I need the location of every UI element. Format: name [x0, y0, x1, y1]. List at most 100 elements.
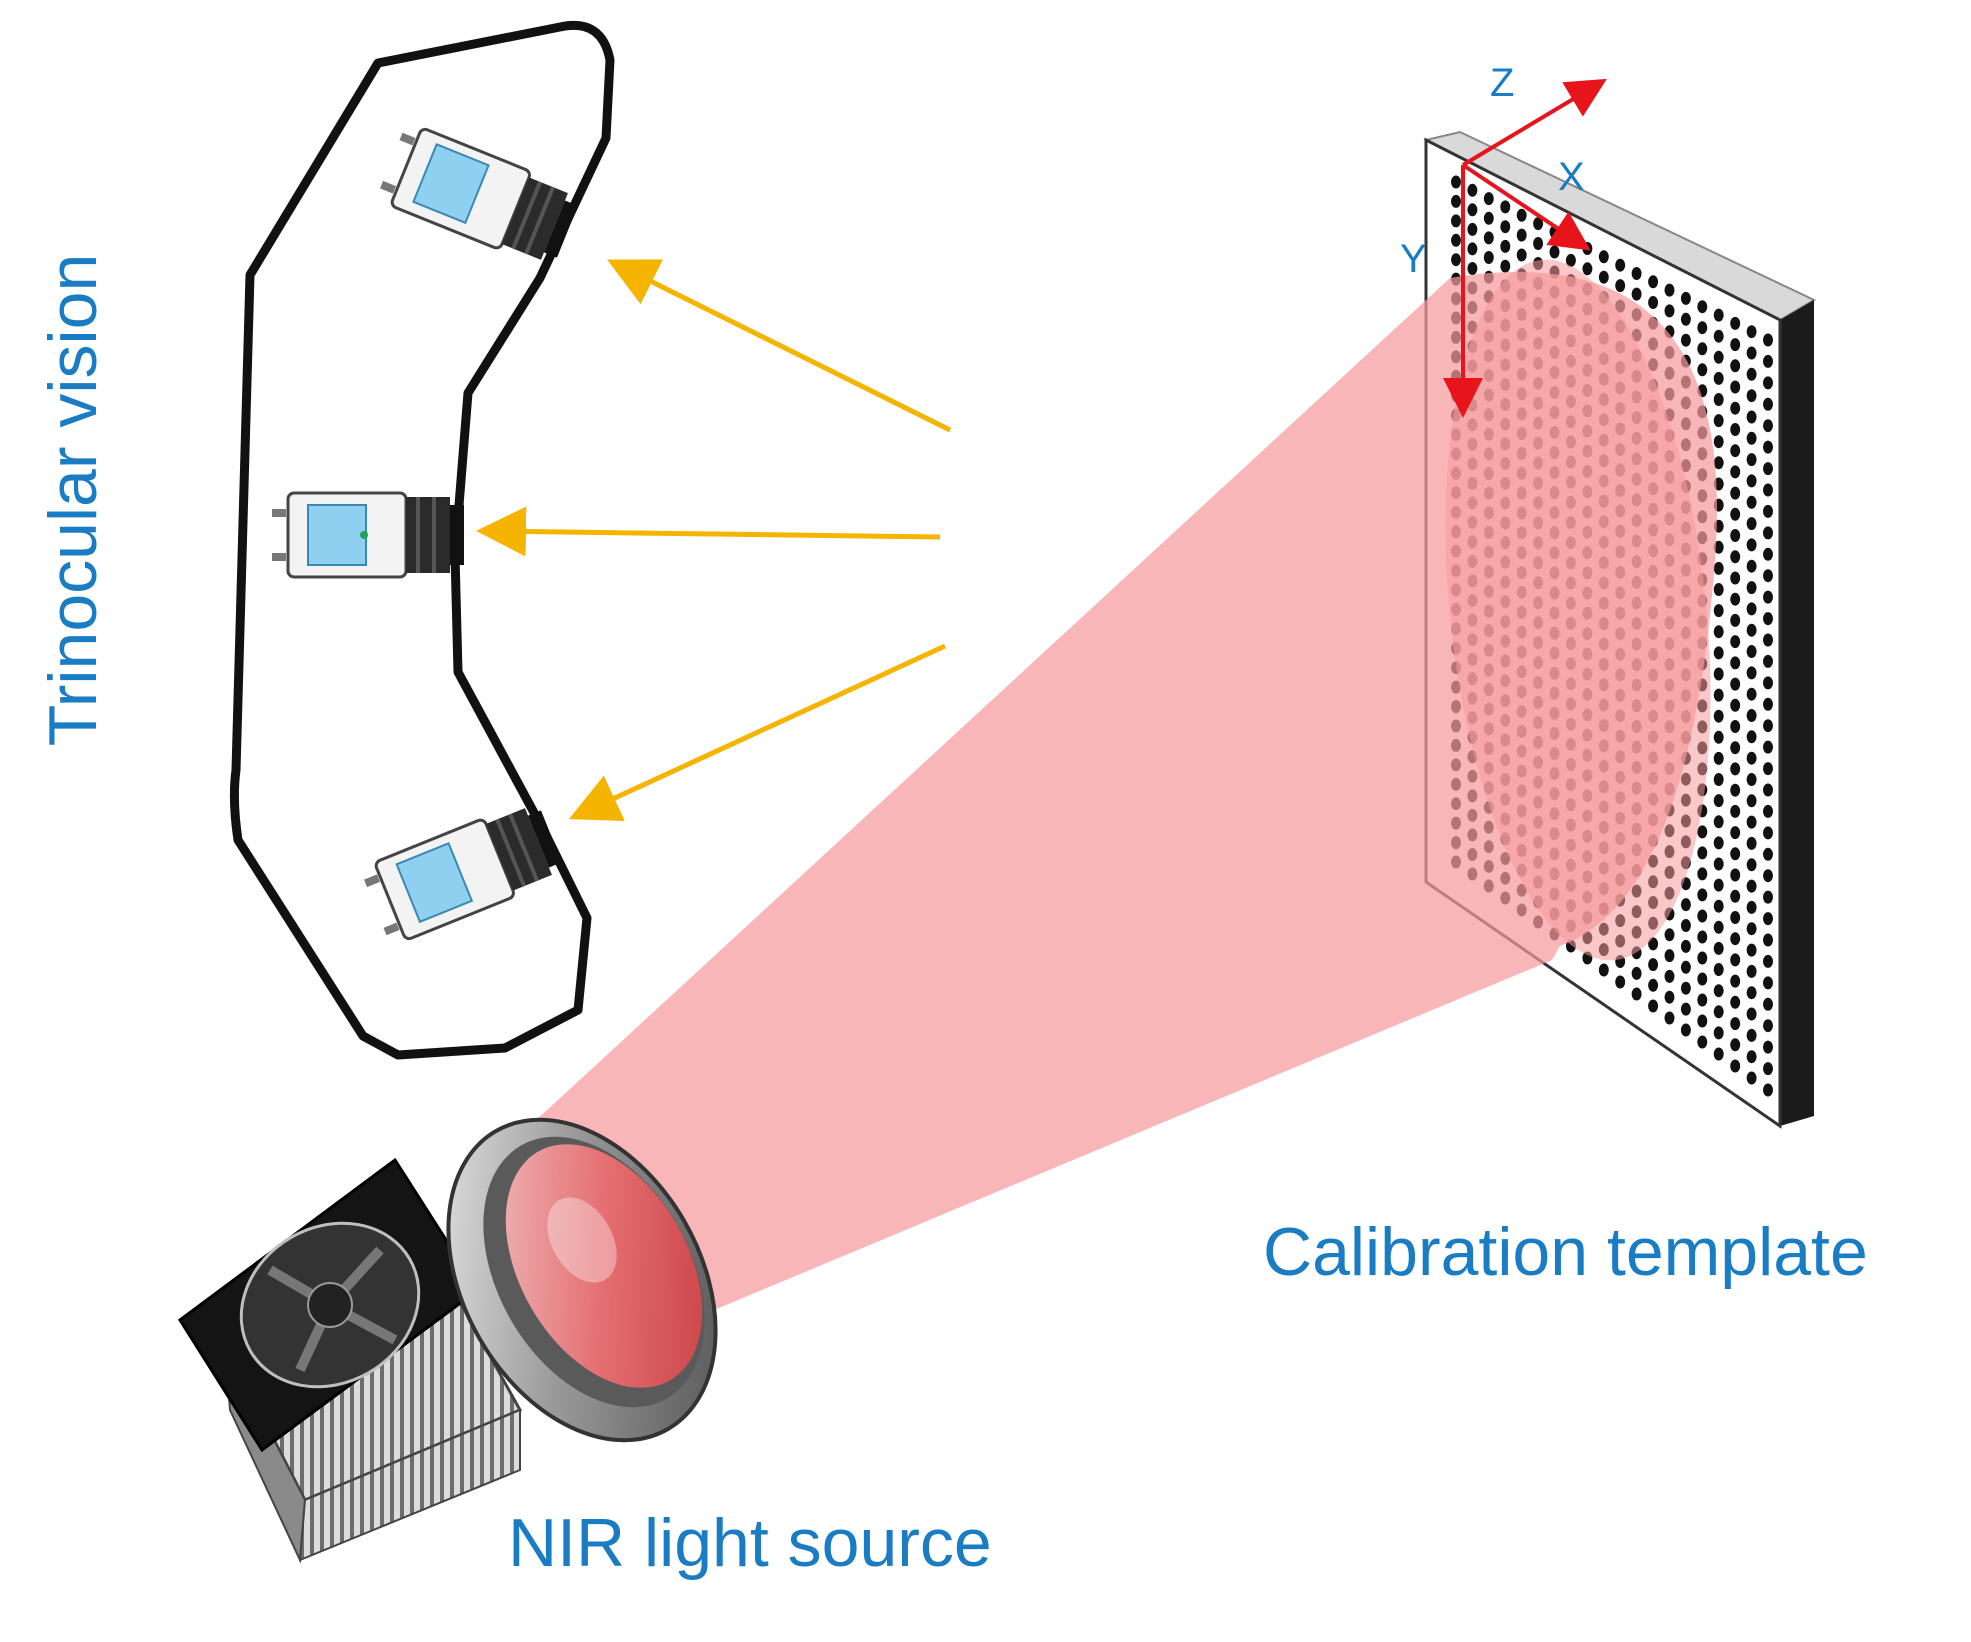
calibration-dot	[1680, 919, 1691, 932]
calibration-dot	[1615, 258, 1626, 272]
calibration-dot	[1680, 1002, 1691, 1016]
calibration-dot	[1713, 625, 1724, 639]
calibration-dot	[1713, 815, 1724, 829]
camera-bottom	[364, 808, 562, 941]
calibration-dot	[1763, 504, 1773, 518]
calibration-dot	[1533, 217, 1544, 231]
calibration-dot	[1713, 371, 1724, 385]
calibration-dot	[1697, 321, 1708, 335]
arrow-to-bottom-camera	[568, 643, 947, 821]
calibration-dot	[1451, 214, 1461, 228]
calibration-dot	[1713, 435, 1724, 449]
nir-lens	[505, 1144, 703, 1388]
calibration-dot	[1713, 730, 1724, 744]
calibration-dot	[1713, 329, 1724, 343]
calibration-dot	[1713, 414, 1724, 428]
calibration-dot	[1730, 1017, 1741, 1031]
calibration-dot	[1763, 419, 1773, 433]
calibration-dot	[1763, 719, 1773, 733]
calibration-dot	[1713, 751, 1724, 765]
calibration-dot	[1664, 969, 1675, 983]
calibration-dot	[1763, 976, 1773, 990]
camera-top	[380, 127, 578, 260]
calibration-dot	[1680, 939, 1691, 953]
arrow-to-top-camera	[607, 259, 952, 433]
calibration-dot	[1648, 958, 1659, 972]
calibration-dot	[1451, 233, 1461, 247]
calibration-dot	[1763, 526, 1773, 540]
y-axis-label: Y	[1400, 237, 1427, 281]
calibration-dot	[1746, 922, 1757, 936]
calibration-dot	[1516, 228, 1527, 242]
calibration-dot	[1713, 1026, 1724, 1040]
calibration-dot	[1763, 462, 1773, 476]
calibration-dot	[1680, 312, 1691, 326]
calibration-dot	[1713, 899, 1724, 913]
calibration-dot	[1763, 762, 1773, 776]
calibration-dot	[1713, 920, 1724, 934]
calibration-dot	[1516, 208, 1527, 222]
calibration-dot	[1582, 262, 1593, 276]
calibration-dot	[1763, 1062, 1773, 1076]
calibration-dot	[1730, 783, 1741, 797]
calibration-dot	[1763, 869, 1773, 883]
nir-lamp-icon	[177, 1117, 718, 1564]
calibration-dot	[1763, 633, 1773, 647]
calibration-dot	[1713, 836, 1724, 850]
calibration-dot	[1713, 583, 1724, 596]
x-axis-label: X	[1558, 155, 1585, 199]
calibration-dot	[1763, 1040, 1773, 1054]
calibration-dot	[1598, 270, 1609, 284]
calibration-dot	[1746, 858, 1757, 872]
calibration-dot	[1467, 242, 1478, 256]
calibration-dot	[1451, 194, 1461, 208]
calibration-dot	[1697, 972, 1708, 986]
calibration-dot	[1713, 773, 1724, 786]
calibration-dot	[1730, 995, 1741, 1009]
calibration-dot	[1697, 846, 1708, 860]
calibration-dot	[1746, 815, 1757, 829]
calibration-dot	[1746, 986, 1757, 1000]
calibration-dot	[1730, 847, 1741, 861]
calibration-dot	[1746, 325, 1757, 339]
calibration-dot	[1746, 1071, 1757, 1085]
calibration-dot	[1730, 677, 1741, 691]
calibration-dot	[1631, 287, 1642, 301]
calibration-dot	[1451, 253, 1461, 267]
calibration-dot	[1648, 978, 1659, 992]
calibration-dot	[1746, 773, 1757, 786]
calibration-dot	[1730, 720, 1741, 733]
calibration-dot	[1730, 1059, 1741, 1073]
calibration-dot	[1483, 192, 1494, 206]
calibration-dot	[1746, 389, 1757, 403]
calibration-dot	[1730, 762, 1741, 776]
calibration-dot	[1713, 667, 1724, 681]
calibration-dot	[1746, 602, 1757, 616]
calibration-dot	[1746, 410, 1757, 424]
calibration-dot	[1763, 826, 1773, 840]
calibration-dot	[1500, 239, 1511, 253]
calibration-dot	[1763, 590, 1773, 604]
calibration-dot	[1746, 431, 1757, 445]
arrow-to-middle-camera	[476, 506, 941, 557]
calibration-dot	[1713, 1005, 1724, 1019]
calibration-dot	[1763, 804, 1773, 818]
calibration-dot	[1763, 954, 1773, 968]
calibration-dot	[1763, 547, 1773, 561]
calibration-dot	[1664, 990, 1675, 1004]
calibration-dot	[1451, 175, 1461, 189]
image-capture-arrows	[476, 259, 952, 821]
calibration-dot	[1763, 847, 1773, 861]
calibration-dot	[1713, 540, 1724, 554]
calibration-dot	[1697, 888, 1708, 902]
calibration-dot	[1730, 423, 1741, 436]
calibration-dot	[1730, 571, 1741, 585]
calibration-dot	[1763, 783, 1773, 797]
calibration-dot	[1664, 304, 1675, 318]
calibration-dot	[1697, 342, 1708, 356]
calibration-dot	[1713, 984, 1724, 998]
calibration-dot	[1648, 999, 1659, 1013]
calibration-dot	[1763, 697, 1773, 711]
calibration-dot	[1730, 338, 1741, 352]
